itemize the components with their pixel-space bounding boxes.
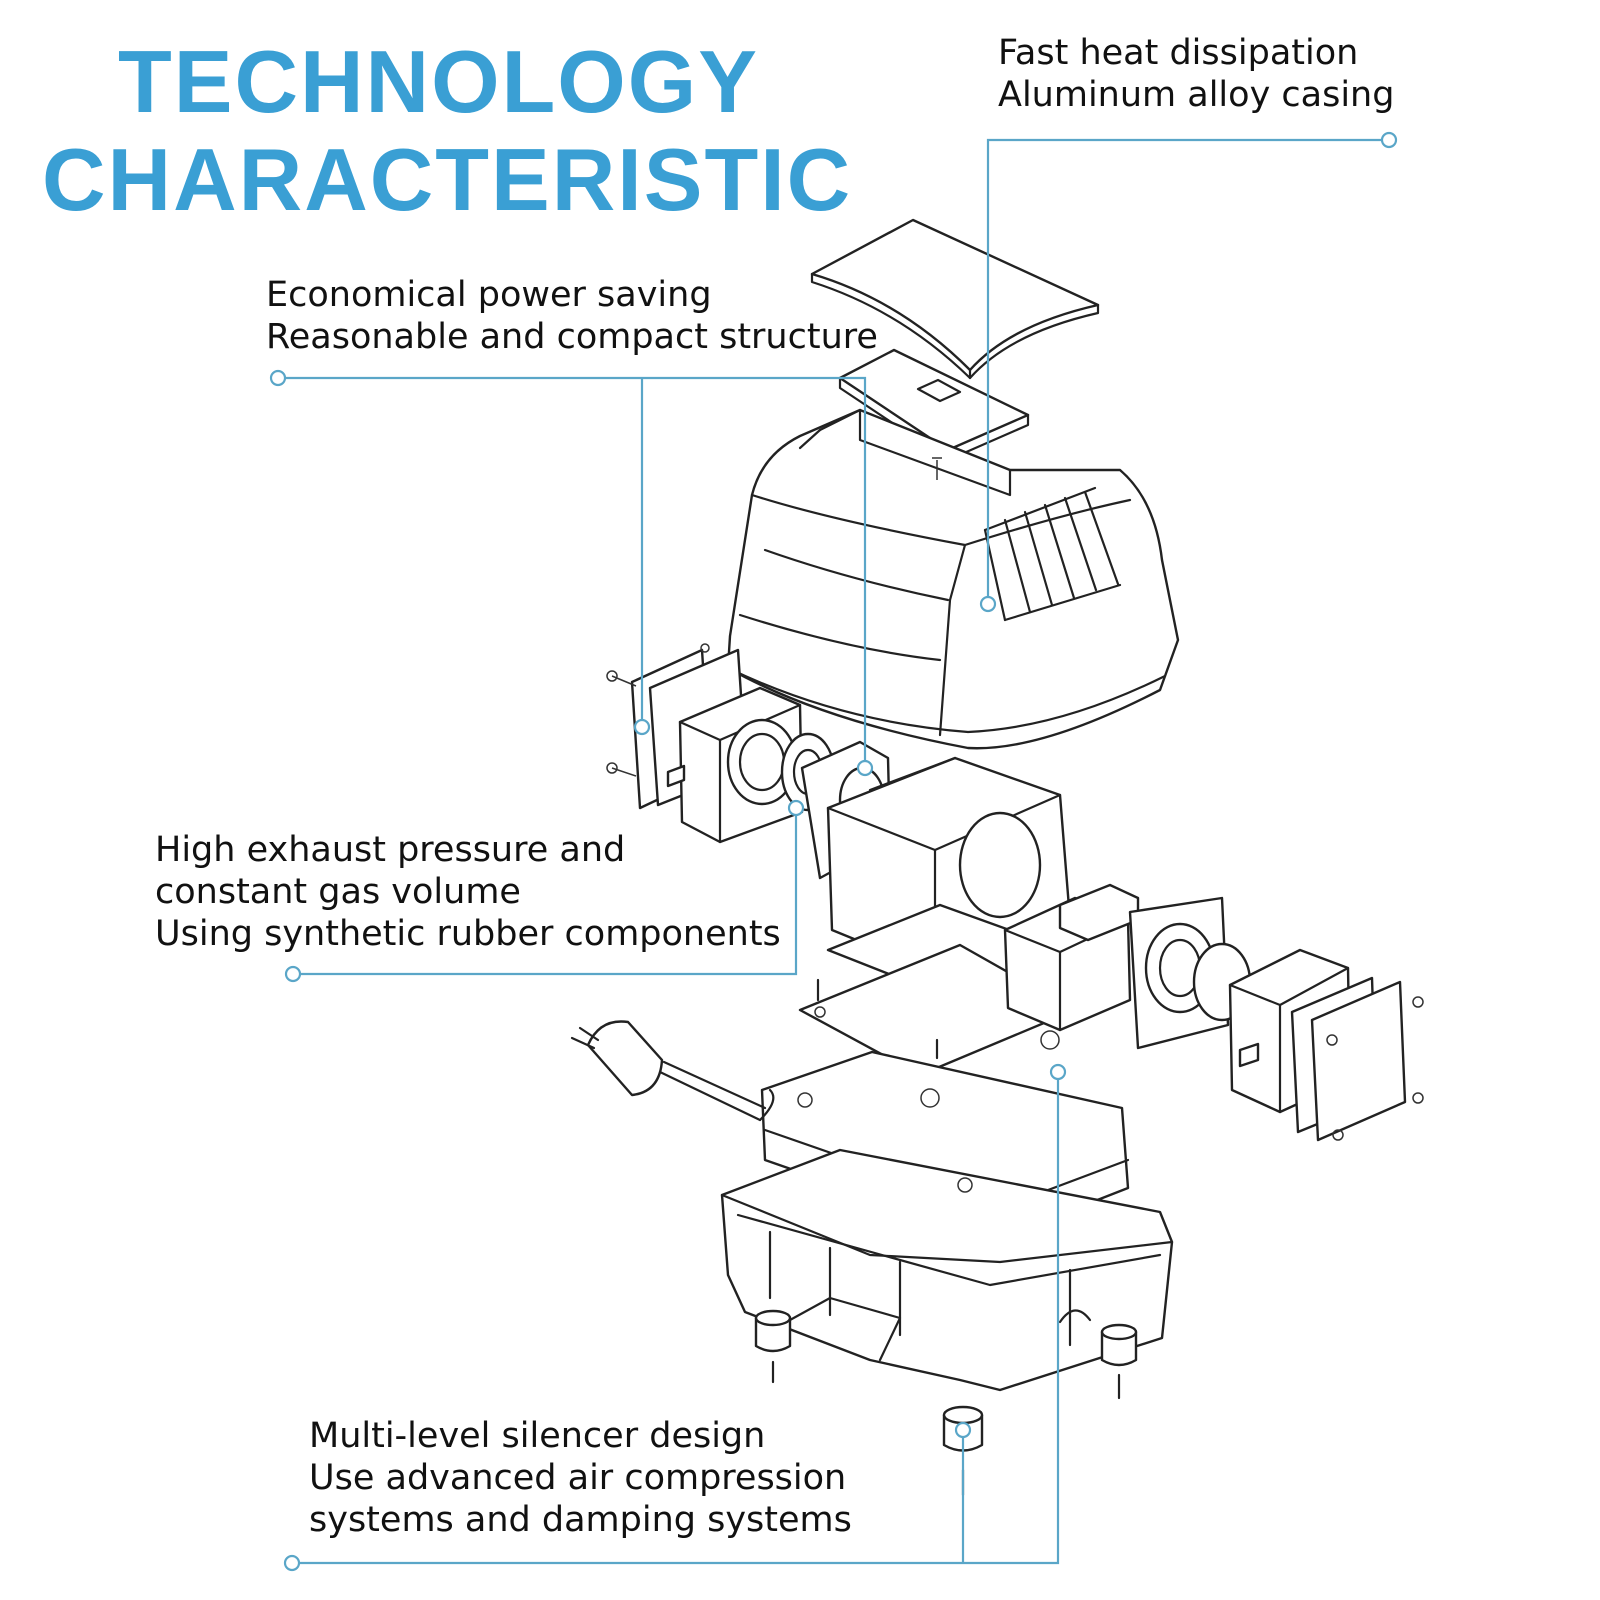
right-pump-head-icon xyxy=(1128,896,1424,1142)
top-plate-icon xyxy=(810,218,1100,380)
callout-pressure-line-3: Using synthetic rubber components xyxy=(155,914,781,954)
callout-silencer: Multi-level silencer design Use advanced… xyxy=(309,1415,852,1541)
leader-dot-silencer-end xyxy=(283,1554,301,1572)
leader-lines xyxy=(269,131,1398,1572)
top-cover-icon xyxy=(726,408,1180,750)
callout-pressure-line-1: High exhaust pressure and xyxy=(155,830,626,870)
leader-power xyxy=(278,376,867,768)
cooling-fins-icon xyxy=(983,486,1122,622)
leader-dot-power-end xyxy=(269,369,287,387)
leader-silencer xyxy=(292,1072,1060,1565)
leader-dot-silencer-part-2 xyxy=(954,1421,972,1439)
callout-heat-line-1: Fast heat dissipation xyxy=(998,33,1359,73)
leader-dot-power-part-2 xyxy=(856,759,874,777)
callout-power-saving: Economical power saving Reasonable and c… xyxy=(266,274,878,358)
callout-silencer-line-1: Multi-level silencer design xyxy=(309,1416,766,1456)
title-line-2: CHARACTERISTIC xyxy=(42,130,853,229)
rubber-foot-icon xyxy=(754,1309,1138,1452)
callout-heat-dissipation: Fast heat dissipation Aluminum alloy cas… xyxy=(998,32,1394,116)
callout-power-line-1: Economical power saving xyxy=(266,275,712,315)
callout-silencer-line-3: systems and damping systems xyxy=(309,1500,852,1540)
callout-exhaust-pressure: High exhaust pressure and constant gas v… xyxy=(155,829,781,955)
leader-dot-pressure-part xyxy=(787,799,805,817)
base-housing-icon xyxy=(720,1030,1174,1392)
coil-icon xyxy=(1003,883,1140,1032)
callout-silencer-line-2: Use advanced air compression xyxy=(309,1458,847,1498)
electromagnet-housing-icon xyxy=(800,740,1072,974)
leader-dot-heat-end xyxy=(1380,131,1398,149)
leader-heat xyxy=(986,138,1389,604)
callout-heat-line-2: Aluminum alloy casing xyxy=(998,75,1395,115)
callout-pressure-line-2: constant gas volume xyxy=(155,872,521,912)
leader-dot-pressure-end xyxy=(284,965,302,983)
leader-dot-silencer-part-1 xyxy=(1049,1063,1067,1081)
power-plug-icon xyxy=(570,1020,775,1122)
leader-pressure xyxy=(293,808,798,976)
leader-dot-heat-part xyxy=(979,595,997,613)
title-line-1: TECHNOLOGY xyxy=(118,32,759,131)
left-pump-head-icon xyxy=(606,643,804,844)
leader-dot-power-part-1 xyxy=(633,718,651,736)
callout-power-line-2: Reasonable and compact structure xyxy=(266,317,878,357)
